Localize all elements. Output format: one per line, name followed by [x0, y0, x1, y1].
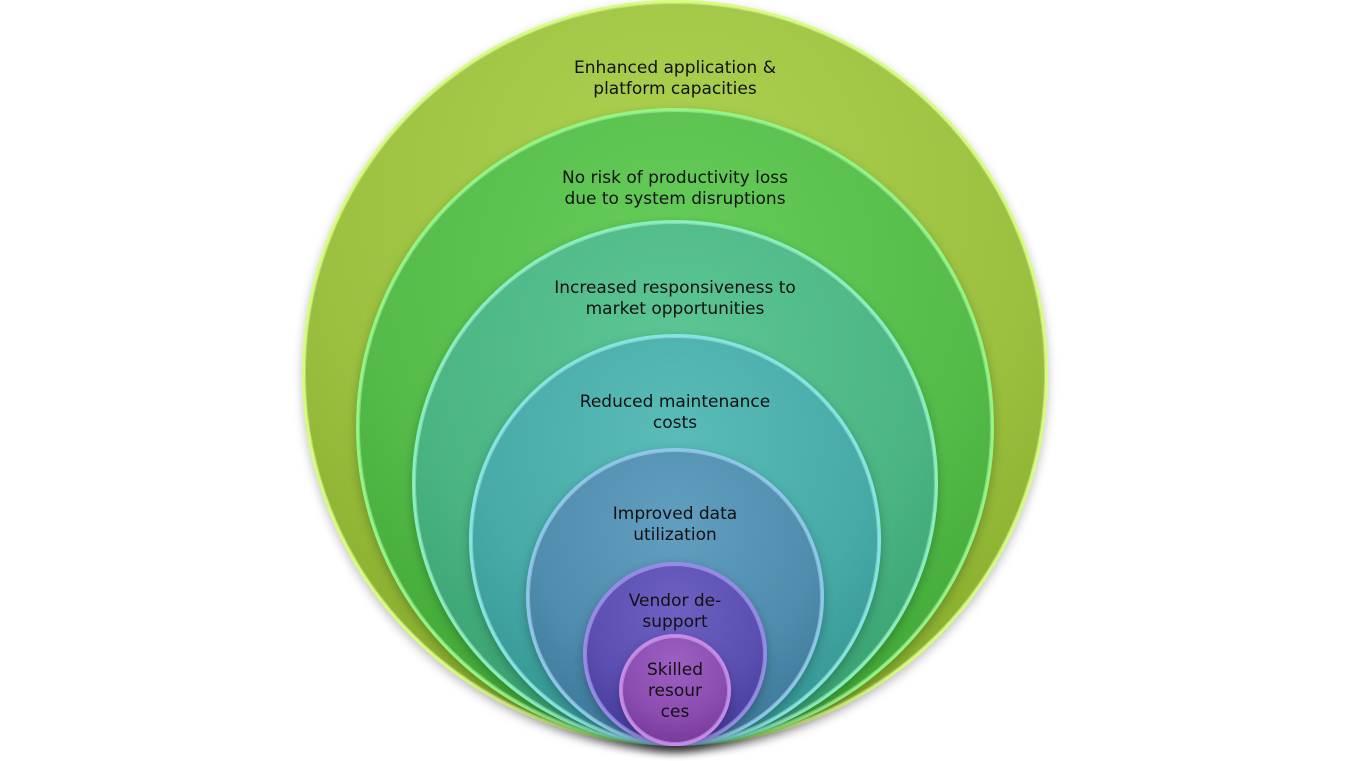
ring-5-label: Improved data utilization [612, 504, 738, 545]
ring-6-label: Vendor de- support [628, 591, 722, 632]
ring-inner [619, 634, 731, 746]
ring-outer-label: Enhanced application & platform capaciti… [574, 58, 776, 99]
ring-inner-label: Skilled resour ces [646, 660, 704, 722]
ring-2-label: No risk of productivity loss due to syst… [562, 168, 788, 209]
ring-4-label: Reduced maintenance costs [579, 392, 771, 433]
ring-3-label: Increased responsiveness to market oppor… [554, 278, 796, 319]
